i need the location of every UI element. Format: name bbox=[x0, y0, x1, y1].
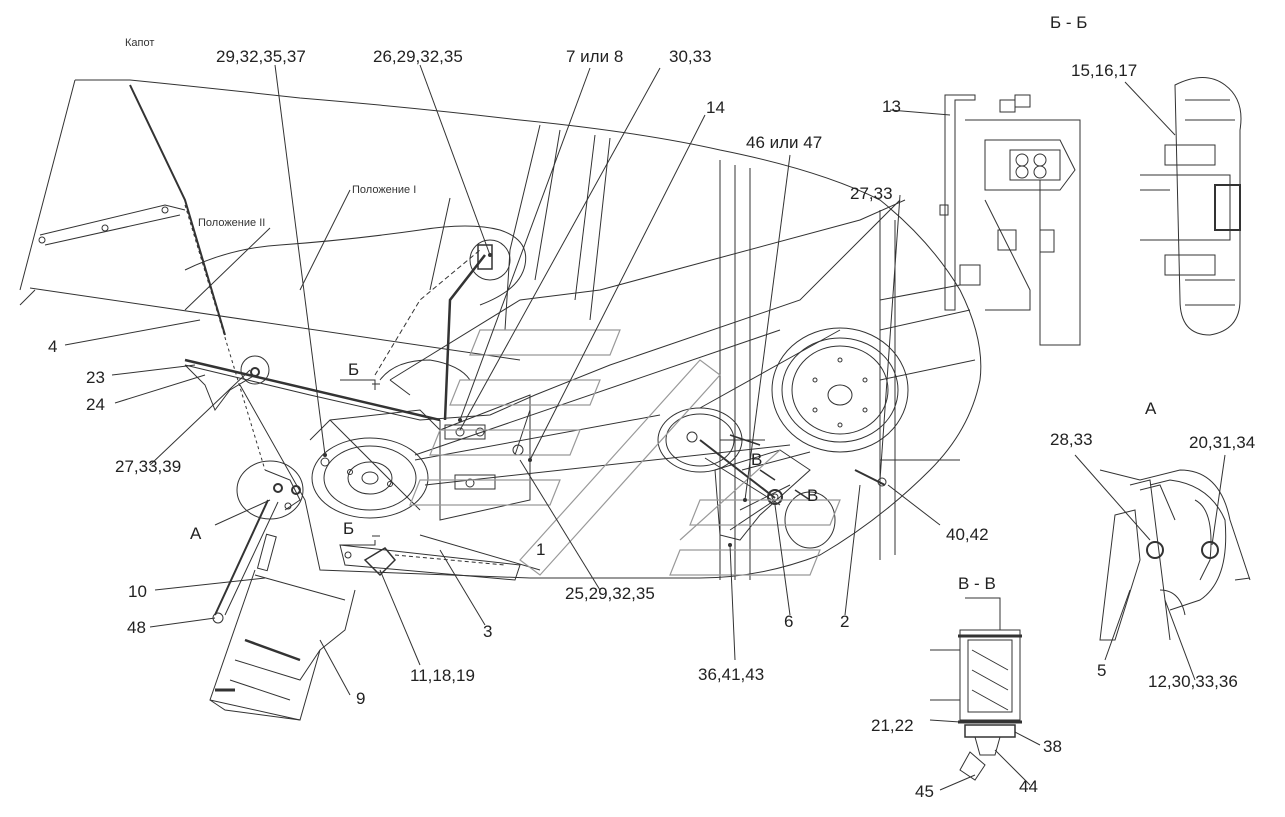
callout-46-or-47: 46 или 47 bbox=[746, 133, 823, 152]
callout-27-33: 27,33 bbox=[850, 184, 893, 203]
cut-mark-v-left: В bbox=[751, 450, 763, 469]
callout-7-or-8: 7 или 8 bbox=[566, 47, 624, 66]
section-a-view bbox=[1100, 470, 1250, 640]
callout-21-22: 21,22 bbox=[871, 716, 914, 735]
callout-5: 5 bbox=[1097, 661, 1107, 680]
callout-40-42: 40,42 bbox=[946, 525, 989, 544]
leader-lines bbox=[65, 65, 1225, 790]
control-rod bbox=[185, 240, 530, 500]
belt-guard bbox=[185, 200, 905, 578]
hood-side-panels bbox=[505, 125, 975, 580]
callout-24: 24 bbox=[86, 395, 105, 414]
small-pulley bbox=[312, 438, 428, 518]
callout-23: 23 bbox=[86, 368, 105, 387]
callout-4: 4 bbox=[48, 337, 58, 356]
callout-20-31-34: 20,31,34 bbox=[1189, 433, 1256, 452]
section-bb-right bbox=[1140, 78, 1241, 336]
large-pulley bbox=[772, 328, 908, 452]
label-position-1: Положение I bbox=[352, 184, 417, 196]
cut-mark-b-top: Б bbox=[348, 360, 360, 379]
callout-48: 48 bbox=[127, 618, 146, 637]
callout-10: 10 bbox=[128, 582, 147, 601]
tensioner-bracket bbox=[715, 435, 886, 548]
drive-belts bbox=[415, 330, 840, 485]
watermark-logo bbox=[410, 330, 840, 575]
callout-28-33: 28,33 bbox=[1050, 430, 1093, 449]
callout-45: 45 bbox=[915, 782, 934, 801]
callout-11-18-19: 11,18,19 bbox=[410, 666, 475, 685]
section-title-bb: Б - Б bbox=[1050, 13, 1088, 32]
leader-dots bbox=[323, 253, 747, 547]
callout-15-16-17: 15,16,17 bbox=[1071, 61, 1138, 80]
hood-outline bbox=[20, 80, 981, 578]
left-bracket bbox=[213, 458, 329, 623]
callout-25-29-32-35: 25,29,32,35 bbox=[565, 584, 655, 603]
callout-13: 13 bbox=[882, 97, 901, 116]
section-title-vv: В - В bbox=[958, 574, 996, 593]
callout-12-30-33-36: 12,30,33,36 bbox=[1148, 672, 1238, 691]
callout-26-29-32-35: 26,29,32,35 bbox=[373, 47, 463, 66]
callout-29-32-35-37: 29,32,35,37 bbox=[216, 47, 306, 66]
callout-27-33-39: 27,33,39 bbox=[115, 457, 182, 476]
callout-1: 1 bbox=[536, 540, 546, 559]
callout-6: 6 bbox=[784, 612, 794, 631]
section-bb-left bbox=[940, 95, 1080, 345]
adjust-lever bbox=[340, 535, 540, 580]
callout-14: 14 bbox=[706, 98, 725, 117]
section-vv-view bbox=[930, 598, 1022, 780]
section-cut-marks bbox=[340, 380, 810, 545]
discharge-chute bbox=[210, 570, 355, 720]
callout-a-view: А bbox=[190, 524, 202, 543]
section-title-a: А bbox=[1145, 399, 1157, 418]
callout-36-41-43: 36,41,43 bbox=[698, 665, 765, 684]
callout-44: 44 bbox=[1019, 777, 1038, 796]
callout-30-33: 30,33 bbox=[669, 47, 712, 66]
callout-9: 9 bbox=[356, 689, 366, 708]
cut-mark-v-right: В bbox=[807, 486, 819, 505]
label-position-2: Положение II bbox=[198, 217, 266, 229]
cut-mark-b-bottom: Б bbox=[343, 519, 355, 538]
tensioner-pulley bbox=[658, 408, 782, 505]
callout-38: 38 bbox=[1043, 737, 1062, 756]
callout-3: 3 bbox=[483, 622, 493, 641]
label-kapot: Капот bbox=[125, 37, 155, 49]
callout-2: 2 bbox=[840, 612, 850, 631]
